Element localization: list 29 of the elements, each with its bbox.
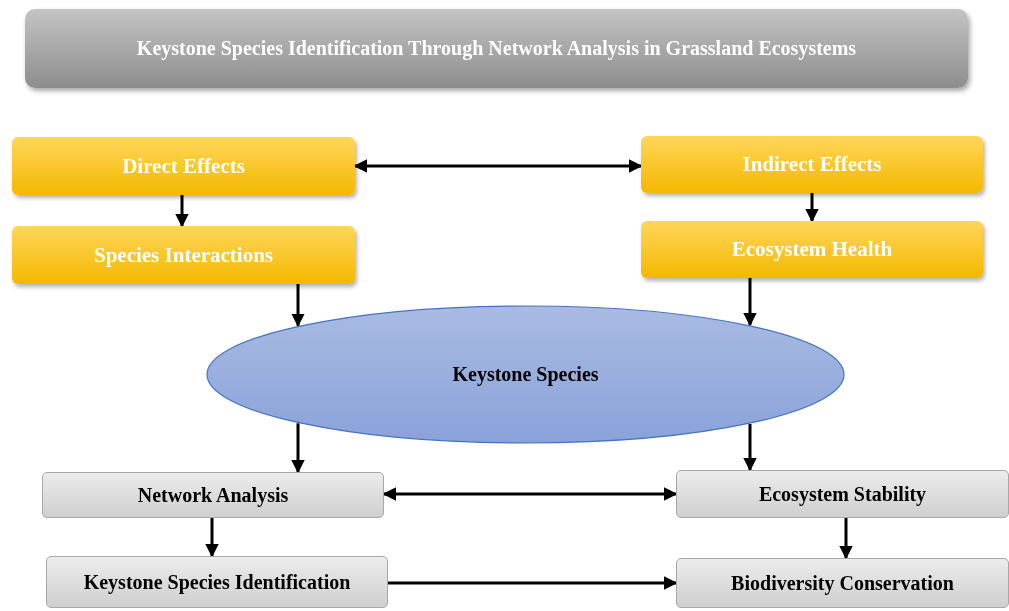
process-box bbox=[46, 556, 388, 608]
arrow bbox=[388, 576, 678, 590]
node-label: Direct Effects bbox=[122, 153, 245, 179]
arrow bbox=[353, 159, 643, 173]
process-box bbox=[676, 558, 1009, 608]
arrow bbox=[205, 518, 219, 558]
process-box bbox=[641, 221, 983, 278]
process-box bbox=[641, 136, 983, 193]
process-box bbox=[12, 226, 355, 284]
arrow bbox=[291, 423, 305, 474]
node-label: Ecosystem Health bbox=[731, 237, 893, 262]
process-box bbox=[12, 137, 355, 195]
arrow bbox=[175, 195, 189, 228]
node-label: Keystone Species bbox=[452, 363, 599, 386]
title-banner: Keystone Species Identification Through Network Analysis in Grassland Ecosystems bbox=[25, 9, 968, 88]
node-label: Species Interactions bbox=[93, 242, 274, 268]
process-box bbox=[42, 472, 384, 518]
node-label: Network Analysis bbox=[137, 483, 289, 507]
arrow bbox=[805, 193, 819, 223]
node-label: Indirect Effects bbox=[742, 152, 882, 177]
node-label: Biodiversity Conservation bbox=[731, 571, 954, 595]
node-label: Ecosystem Stability bbox=[758, 482, 927, 506]
arrow bbox=[382, 487, 678, 501]
arrow bbox=[291, 284, 305, 328]
arrow bbox=[839, 518, 853, 560]
arrow bbox=[743, 278, 757, 327]
arrow bbox=[743, 423, 757, 472]
process-box bbox=[676, 470, 1009, 518]
node-label: Keystone Species Identification bbox=[83, 570, 351, 594]
